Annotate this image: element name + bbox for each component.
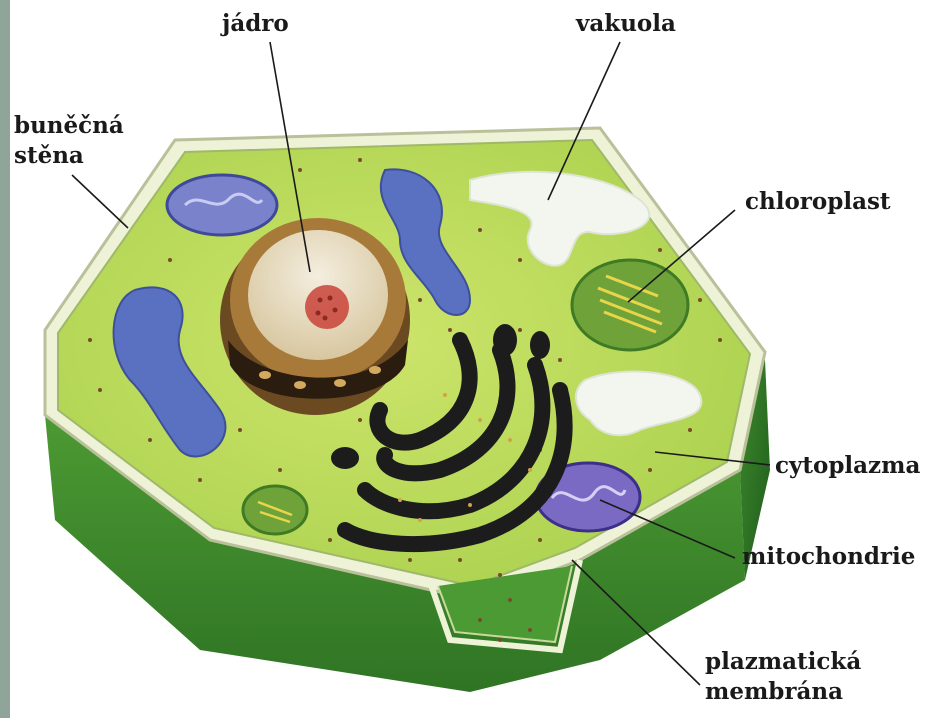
label-cytoplasm: cytoplazma — [775, 452, 920, 480]
label-plasma-membrane-line1: plazmatická — [705, 648, 861, 676]
label-cell-wall-line2: stěna — [14, 142, 84, 170]
label-cell-wall-line1: buněčná — [14, 112, 124, 140]
label-chloroplast: chloroplast — [745, 188, 891, 216]
label-nucleus: jádro — [222, 10, 289, 38]
leader-cell-wall — [72, 175, 128, 228]
label-vacuole: vakuola — [576, 10, 676, 38]
label-mitochondria: mitochondrie — [742, 543, 915, 571]
label-plasma-membrane-line2: membrána — [705, 678, 843, 706]
chloroplast-lower-left — [243, 486, 307, 534]
chloroplast-right — [572, 260, 688, 350]
